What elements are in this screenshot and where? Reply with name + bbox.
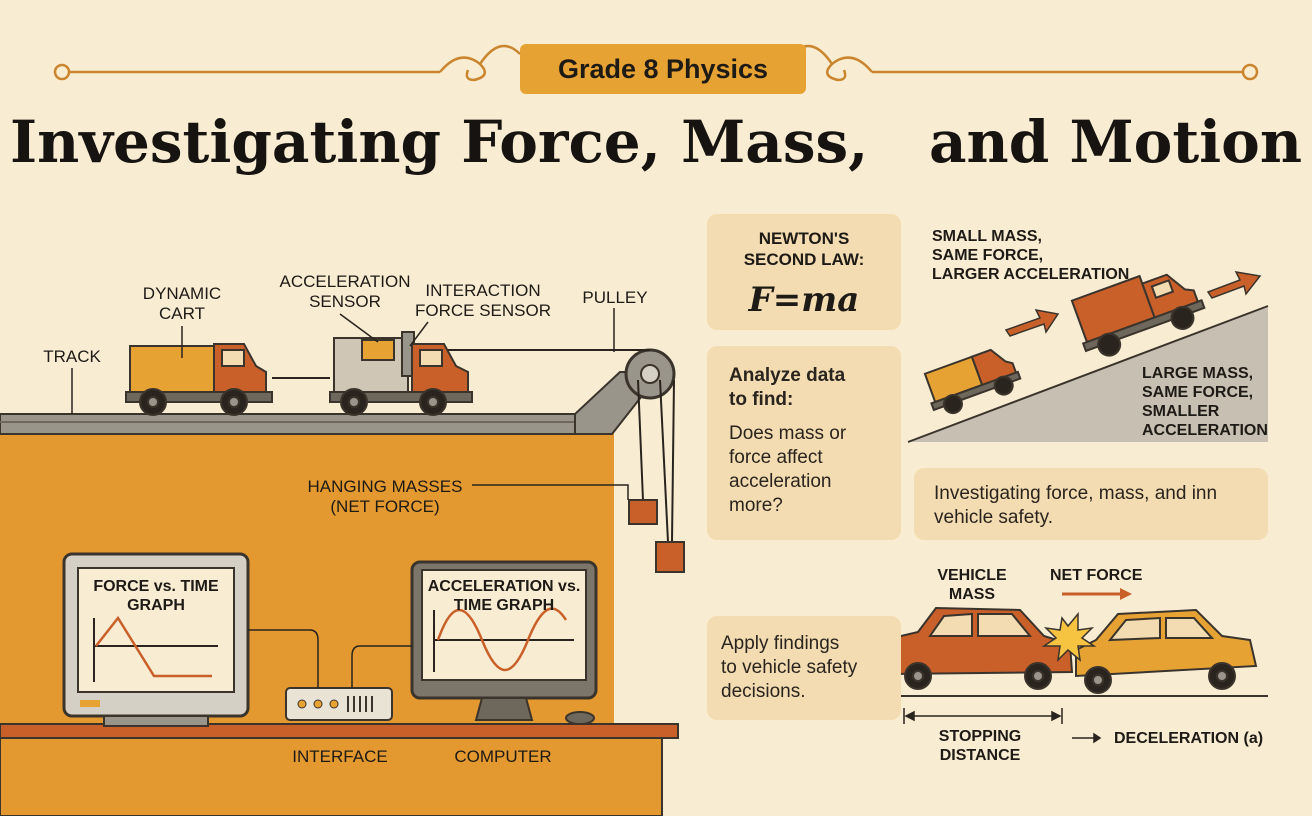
- analyze-heading: Analyze data to find:: [729, 365, 846, 410]
- label-track: TRACK: [43, 347, 101, 366]
- label-pulley: PULLEY: [582, 288, 648, 307]
- force-graph-plot: [93, 615, 218, 682]
- newtons-law-card: [707, 214, 901, 330]
- label-interface: INTERFACE: [292, 747, 388, 766]
- hanging-mass-1: [628, 499, 658, 525]
- leader-lines: [71, 308, 615, 414]
- small-mass-truck: [923, 348, 1022, 415]
- header-ornament-right: [791, 44, 1259, 82]
- deceleration-arrow: [1072, 732, 1102, 744]
- label-net-force: NET FORCE: [1050, 567, 1143, 584]
- label-large-mass: LARGE MASS, SAME FORCE, SMALLER ACCELERA…: [1142, 365, 1268, 439]
- sensor-cart: [329, 331, 473, 416]
- force-graph-title: FORCE vs. TIME GRAPH: [93, 578, 219, 614]
- label-deceleration: DECELERATION (a): [1114, 730, 1264, 747]
- newtons-law-title: NEWTON'S SECOND LAW:: [743, 229, 865, 269]
- large-force-arrow: [1206, 271, 1262, 299]
- acceleration-monitor: [410, 560, 598, 725]
- acceleration-graph-title: ACCELERATION vs. TIME GRAPH: [427, 578, 581, 614]
- desk-top: [0, 723, 679, 739]
- small-force-arrow: [1004, 308, 1060, 337]
- apply-card: [707, 616, 901, 720]
- vehicle-right: [1075, 608, 1258, 694]
- analyze-question: Does mass or force affect acceleration m…: [729, 423, 847, 516]
- impact-burst-icon: [1041, 611, 1097, 663]
- safety-text: Investigating force, mass, and inn vehic…: [934, 483, 1218, 528]
- header-ornament-left: [53, 44, 521, 82]
- cables: [248, 629, 412, 688]
- desk-front: [0, 737, 663, 816]
- large-mass-truck: [1070, 273, 1206, 357]
- analyze-card: [707, 346, 901, 540]
- apply-text: Apply findings to vehicle safety decisio…: [721, 633, 858, 702]
- label-interaction-force-sensor: INTERACTION FORCE SENSOR: [414, 281, 552, 320]
- hanging-mass-2: [655, 541, 685, 573]
- track: [0, 413, 601, 435]
- interface-box: [285, 687, 393, 721]
- grade-badge: Grade 8 Physics: [520, 44, 806, 94]
- dynamic-cart: [125, 343, 273, 416]
- newtons-law-formula: F=ma: [748, 280, 860, 320]
- label-hanging-masses: HANGING MASSES (NET FORCE): [307, 477, 463, 516]
- stopping-distance-arrow: [903, 708, 1063, 724]
- page-title: Investigating Force, Mass, and Motion: [9, 108, 1303, 176]
- label-stopping-distance: STOPPING DISTANCE: [938, 728, 1022, 764]
- acceleration-graph-plot: [433, 607, 574, 672]
- label-small-mass: SMALL MASS, SAME FORCE, LARGER ACCELERAT…: [932, 228, 1130, 283]
- net-force-arrow: [1062, 588, 1132, 600]
- label-computer: COMPUTER: [454, 747, 552, 766]
- vehicle-left: [883, 606, 1074, 690]
- safety-card: [914, 468, 1268, 540]
- label-vehicle-mass: VEHICLE MASS: [937, 567, 1007, 603]
- label-acceleration-sensor: ACCELERATION SENSOR: [279, 272, 411, 311]
- label-dynamic-cart: DYNAMIC CART: [142, 284, 222, 323]
